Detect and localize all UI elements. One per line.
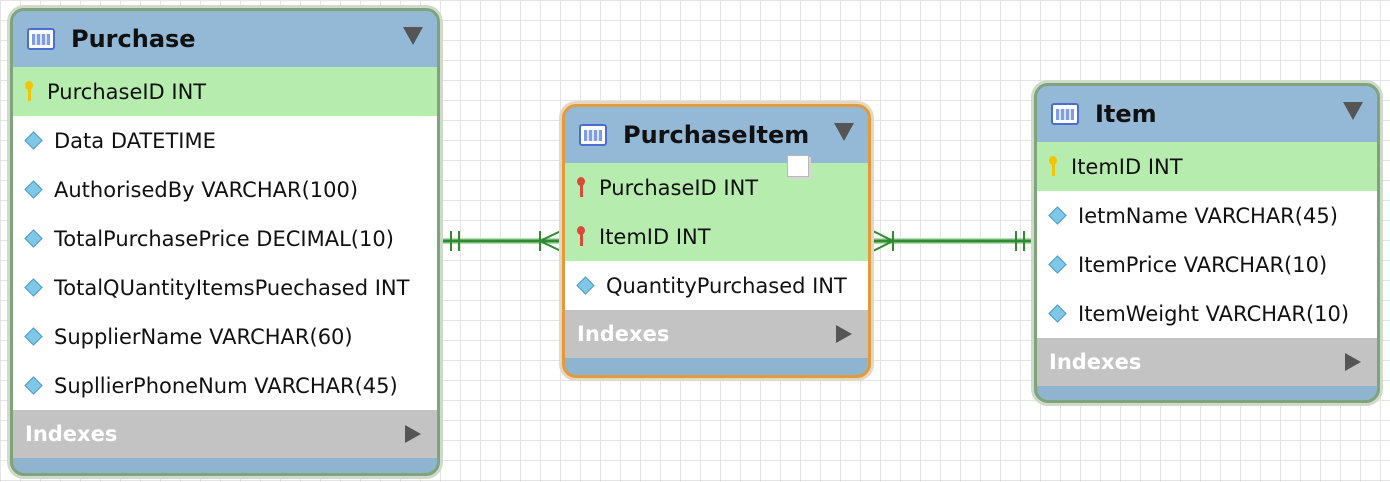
indexes-section[interactable]: Indexes [13,410,437,458]
column-diamond-icon [24,278,43,297]
column-row[interactable]: QuantityPurchased INT [565,261,868,310]
indexes-label: Indexes [577,322,670,346]
column-diamond-icon [1048,255,1067,274]
expand-arrow-icon[interactable] [1345,353,1361,371]
collapse-arrow-icon[interactable] [403,27,423,45]
column-diamond-icon [24,180,43,199]
resize-handle-icon[interactable] [787,155,809,177]
column-row[interactable]: Data DATETIME [13,116,437,165]
column-label: Data DATETIME [54,128,216,153]
column-diamond-icon [24,376,43,395]
column-label: IetmName VARCHAR(45) [1078,203,1338,228]
column-row[interactable]: ItemID INT [565,212,868,261]
table-icon [1051,103,1079,125]
table-title: PurchaseItem [623,121,810,149]
column-label: TotalQUantityItemsPuechased INT [54,275,410,300]
column-row[interactable]: TotalPurchasePrice DECIMAL(10) [13,214,437,263]
column-diamond-icon [24,327,43,346]
table-purchase[interactable]: Purchase PurchaseID INT Data DATETIME Au… [10,8,440,476]
column-label: TotalPurchasePrice DECIMAL(10) [54,226,394,251]
column-diamond-icon [24,229,43,248]
relationship-item-purchaseitem[interactable] [869,229,1037,253]
indexes-label: Indexes [25,422,118,446]
column-row[interactable]: SupllierPhoneNum VARCHAR(45) [13,361,437,410]
column-label: ItemPrice VARCHAR(10) [1078,252,1328,277]
column-diamond-icon [1048,206,1067,225]
column-label: AuthorisedBy VARCHAR(100) [54,177,359,202]
column-label: PurchaseID INT [47,79,207,104]
table-title: Item [1095,100,1157,128]
table-header[interactable]: PurchaseItem [565,107,868,163]
primary-key-icon [25,80,33,103]
column-row[interactable]: ItemWeight VARCHAR(10) [1037,289,1377,338]
table-header[interactable]: Purchase [13,11,437,67]
column-label: ItemID INT [1071,154,1183,179]
column-row[interactable]: AuthorisedBy VARCHAR(100) [13,165,437,214]
column-row[interactable]: TotalQUantityItemsPuechased INT [13,263,437,312]
table-item[interactable]: Item ItemID INT IetmName VARCHAR(45) Ite… [1034,83,1380,403]
column-row[interactable]: SupplierName VARCHAR(60) [13,312,437,361]
column-label: SupplierName VARCHAR(60) [54,324,353,349]
table-title: Purchase [71,25,196,53]
collapse-arrow-icon[interactable] [1343,102,1363,120]
table-icon [27,28,55,50]
expand-arrow-icon[interactable] [836,325,852,343]
column-row[interactable]: ItemPrice VARCHAR(10) [1037,240,1377,289]
primary-key-icon [1049,155,1057,178]
column-diamond-icon [24,131,43,150]
column-label: PurchaseID INT [599,175,759,200]
column-diamond-icon [1048,304,1067,323]
collapse-arrow-icon[interactable] [834,123,854,141]
table-purchaseitem[interactable]: PurchaseItem PurchaseID INT ItemID INT Q… [562,104,871,378]
column-row[interactable]: PurchaseID INT [13,67,437,116]
column-label: ItemWeight VARCHAR(10) [1078,301,1350,326]
column-row[interactable]: IetmName VARCHAR(45) [1037,191,1377,240]
column-label: ItemID INT [599,224,711,249]
column-diamond-icon [576,276,595,295]
column-row[interactable]: ItemID INT [1037,142,1377,191]
indexes-section[interactable]: Indexes [565,310,868,358]
indexes-section[interactable]: Indexes [1037,338,1377,386]
foreign-key-icon [577,225,585,248]
expand-arrow-icon[interactable] [405,425,421,443]
table-header[interactable]: Item [1037,86,1377,142]
column-label: QuantityPurchased INT [606,273,847,298]
indexes-label: Indexes [1049,350,1142,374]
foreign-key-icon [577,176,585,199]
table-icon [579,124,607,146]
column-row[interactable]: PurchaseID INT [565,163,868,212]
relationship-purchase-purchaseitem[interactable] [437,229,565,253]
column-label: SupllierPhoneNum VARCHAR(45) [54,373,398,398]
